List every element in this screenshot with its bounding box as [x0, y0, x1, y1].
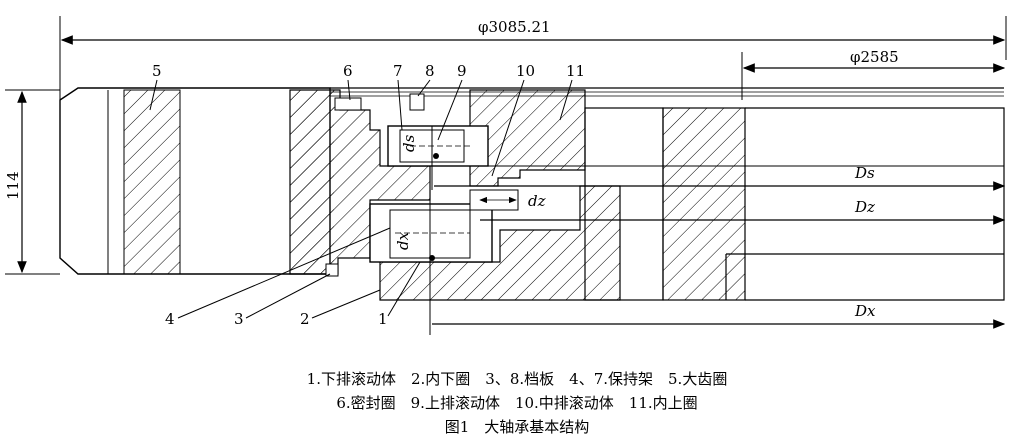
outer-diameter-dimension: φ3085.21 — [59, 16, 1007, 100]
caption-line-1: 1.下排滚动体 2.内下圈 3、8.档板 4、7.保持架 5.大齿圈 — [307, 370, 728, 388]
Ds-label: Ds — [854, 164, 875, 182]
middle-roller-assembly: dz — [469, 189, 546, 211]
part-label-6: 6 — [343, 62, 353, 80]
part-label-1: 1 — [378, 310, 388, 328]
height-label: 114 — [4, 171, 22, 200]
part-label-9: 9 — [457, 62, 467, 80]
inner-upper-ring-11 — [330, 87, 1005, 301]
Dz-label: Dz — [854, 198, 875, 216]
part-label-2: 2 — [300, 310, 310, 328]
upper-roller-assembly: ds — [387, 125, 489, 190]
dz-label: dz — [528, 192, 546, 210]
outer-diameter-label: φ3085.21 — [478, 18, 551, 36]
part-label-8: 8 — [425, 62, 435, 80]
part-label-5: 5 — [152, 62, 162, 80]
lower-roller-assembly: dx — [369, 200, 493, 335]
reference-diameters: Ds Dz Dx — [432, 164, 1006, 329]
figure-caption: 1.下排滚动体 2.内下圈 3、8.档板 4、7.保持架 5.大齿圈 6.密封圈… — [307, 370, 728, 436]
part-label-10: 10 — [516, 62, 535, 80]
part-label-11: 11 — [566, 62, 585, 80]
part-labels: 5 6 7 8 9 10 11 4 3 2 1 — [149, 62, 585, 328]
height-dimension: 114 — [4, 89, 60, 275]
part-label-7: 7 — [393, 62, 403, 80]
caption-title: 图1 大轴承基本结构 — [445, 418, 590, 436]
inner-diameter-label: φ2585 — [850, 48, 899, 66]
part-label-4: 4 — [165, 310, 175, 328]
caption-line-2: 6.密封圈 9.上排滚动体 10.中排滚动体 11.内上圈 — [336, 394, 697, 412]
gear-ring-5 — [59, 87, 431, 275]
seal-and-plates — [325, 93, 425, 277]
Dx-label: Dx — [854, 302, 876, 320]
dx-label: dx — [394, 231, 412, 250]
part-label-3: 3 — [234, 310, 244, 328]
ds-label: ds — [400, 134, 418, 152]
